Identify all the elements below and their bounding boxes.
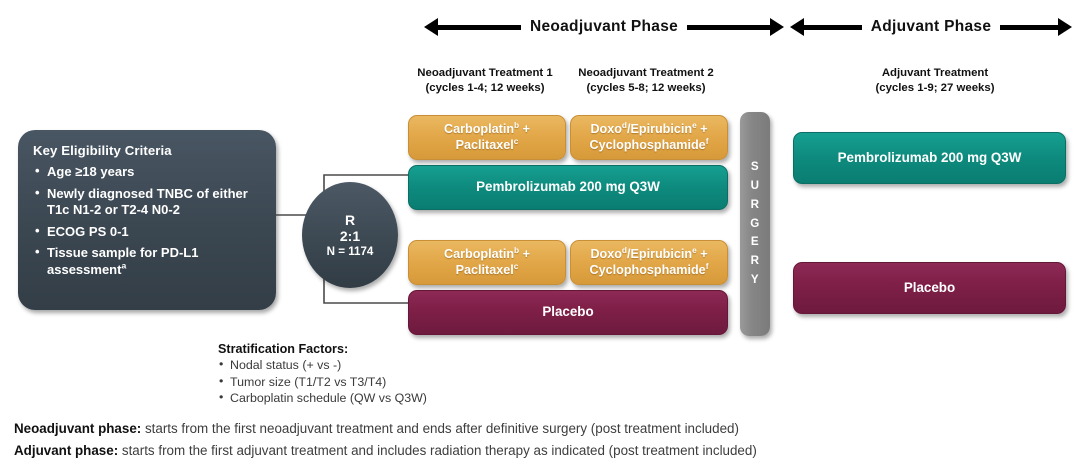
adjuvant-upper-label: Pembrolizumab 200 mg Q3W [837, 149, 1022, 165]
eligibility-title: Key Eligibility Criteria [33, 143, 172, 158]
arrow-left-head-icon [424, 18, 438, 36]
eligibility-item-label: Tissue sample for PD-L1 assessment [47, 245, 199, 277]
stratification-item: Tumor size (T1/T2 vs T3/T4) [218, 373, 518, 391]
lower-arm-chemo-1-bar: Carboplatinb + Paclitaxelc [408, 240, 566, 285]
footnote-adjuvant-phase: Adjuvant phase: starts from the first ad… [14, 440, 1070, 462]
plus-sign: + [519, 246, 530, 261]
caption-title: Neoadjuvant Treatment 2 [578, 67, 714, 79]
footnote-marker-f: f [705, 260, 709, 271]
footnote-marker-d: d [621, 119, 627, 130]
footnote-label: Neoadjuvant phase: [14, 421, 142, 436]
footnote-marker-b: b [514, 244, 520, 255]
caption-title: Adjuvant Treatment [881, 67, 989, 79]
drug-doxorubicin: Doxo [590, 246, 622, 261]
footnotes-section: Neoadjuvant phase: starts from the first… [14, 418, 1070, 461]
caption-detail: (cycles 1-4; 12 weeks) [425, 82, 545, 95]
surgery-letter: R [750, 197, 760, 211]
plus-sign: + [519, 121, 530, 136]
stratification-item: Carboplatin schedule (QW vs Q3W) [218, 389, 518, 407]
drug-cyclophosphamide: Cyclophosphamide [589, 262, 706, 277]
surgery-letter: U [750, 179, 760, 193]
plus-sign: + [696, 121, 708, 136]
eligibility-list: Age ≥18 years Newly diagnosed TNBC of ei… [33, 163, 262, 278]
column-caption-neoadjuvant-2: Neoadjuvant Treatment 2 (cycles 5-8; 12 … [566, 66, 726, 96]
upper-arm-backbone-bar: Pembrolizumab 200 mg Q3W [408, 165, 728, 210]
plus-sign: + [696, 246, 708, 261]
drug-epirubicin: /Epirubicin [627, 121, 693, 136]
adjuvant-lower-arm-bar: Placebo [793, 262, 1066, 314]
arrow-line [1000, 24, 1059, 30]
upper-arm-chemo-1-bar: Carboplatinb + Paclitaxelc [408, 115, 566, 160]
arrow-right-head-icon [1058, 18, 1073, 36]
eligibility-item: Newly diagnosed TNBC of either T1c N1-2 … [33, 185, 262, 219]
surgery-letter: Y [750, 272, 760, 286]
eligibility-item-label: Newly diagnosed TNBC of either T1c N1-2 … [47, 185, 248, 218]
footnote-text: starts from the first adjuvant treatment… [118, 442, 757, 458]
arrow-left-head-icon [790, 18, 804, 36]
stratification-list: Nodal status (+ vs -) Tumor size (T1/T2 … [218, 356, 518, 407]
randomization-symbol: R [344, 211, 356, 228]
surgery-letter: G [750, 216, 760, 230]
neoadjuvant-phase-arrow: Neoadjuvant Phase [424, 12, 784, 42]
footnote-marker-c: c [513, 260, 519, 271]
drug-cyclophosphamide: Cyclophosphamide [589, 137, 706, 152]
arrow-right-head-icon [770, 18, 784, 36]
arrow-line [438, 24, 521, 30]
eligibility-item: Age ≥18 years [33, 163, 262, 181]
footnote-marker-e: e [692, 119, 697, 130]
lower-chemo-1-label: Carboplatinb + Paclitaxelc [444, 244, 530, 279]
adjuvant-upper-arm-bar: Pembrolizumab 200 mg Q3W [793, 132, 1066, 184]
arrow-line [687, 24, 770, 30]
caption-title: Neoadjuvant Treatment 1 [417, 67, 553, 79]
eligibility-item: Tissue sample for PD-L1 assessmenta [33, 244, 262, 278]
footnote-marker-e: e [692, 244, 697, 255]
lower-arm-chemo-2-bar: Doxod/Epirubicine + Cyclophosphamidef [570, 240, 728, 285]
arrow-line [804, 24, 862, 30]
eligibility-item: ECOG PS 0-1 [33, 223, 262, 241]
stratification-title: Stratification Factors: [218, 342, 349, 356]
footnote-marker-d: d [621, 244, 627, 255]
surgery-letter: R [750, 254, 760, 268]
footnote-label: Adjuvant phase: [14, 442, 119, 458]
drug-paclitaxel: Paclitaxel [455, 137, 514, 152]
eligibility-item-label: Age ≥18 years [47, 164, 135, 179]
footnote-marker-a: a [121, 260, 127, 271]
footnote-text: starts from the first neoadjuvant treatm… [141, 421, 739, 436]
lower-chemo-2-label: Doxod/Epirubicine + Cyclophosphamidef [589, 244, 709, 279]
footnote-marker-b: b [514, 119, 520, 130]
drug-doxorubicin: Doxo [590, 121, 622, 136]
randomization-sample-size: N = 1174 [326, 245, 374, 259]
surgery-column: S U R G E R Y [740, 112, 770, 336]
drug-paclitaxel: Paclitaxel [455, 262, 514, 277]
column-caption-adjuvant: Adjuvant Treatment (cycles 1-9; 27 weeks… [855, 66, 1015, 96]
footnote-marker-c: c [513, 135, 519, 146]
upper-chemo-2-label: Doxod/Epirubicine + Cyclophosphamidef [589, 119, 709, 154]
caption-detail: (cycles 5-8; 12 weeks) [586, 82, 706, 95]
upper-backbone-label: Pembrolizumab 200 mg Q3W [476, 179, 660, 195]
drug-carboplatin: Carboplatin [444, 121, 515, 136]
upper-arm-chemo-2-bar: Doxod/Epirubicine + Cyclophosphamidef [570, 115, 728, 160]
adjuvant-phase-arrow: Adjuvant Phase [790, 12, 1073, 42]
randomization-node: R 2:1 N = 1174 [302, 182, 398, 288]
column-caption-neoadjuvant-1: Neoadjuvant Treatment 1 (cycles 1-4; 12 … [405, 66, 565, 96]
randomization-ratio: 2:1 [339, 227, 361, 244]
caption-detail: (cycles 1-9; 27 weeks) [875, 82, 995, 95]
footnote-marker-f: f [705, 135, 709, 146]
adjuvant-lower-label: Placebo [903, 279, 956, 295]
adjuvant-phase-label: Adjuvant Phase [870, 18, 992, 35]
lower-backbone-label: Placebo [542, 304, 594, 320]
drug-carboplatin: Carboplatin [444, 246, 515, 261]
surgery-letter: S [750, 160, 760, 174]
neoadjuvant-phase-label: Neoadjuvant Phase [529, 18, 679, 35]
upper-chemo-1-label: Carboplatinb + Paclitaxelc [444, 119, 530, 154]
footnote-neoadjuvant-phase: Neoadjuvant phase: starts from the first… [14, 418, 1070, 440]
key-eligibility-criteria-panel: Key Eligibility Criteria Age ≥18 years N… [18, 130, 276, 310]
drug-epirubicin: /Epirubicin [627, 246, 693, 261]
eligibility-item-label: ECOG PS 0-1 [47, 223, 129, 239]
stratification-factors: Stratification Factors: Nodal status (+ … [218, 342, 518, 407]
lower-arm-backbone-bar: Placebo [408, 290, 728, 335]
surgery-letter: E [750, 235, 760, 249]
stratification-item: Nodal status (+ vs -) [218, 356, 518, 374]
